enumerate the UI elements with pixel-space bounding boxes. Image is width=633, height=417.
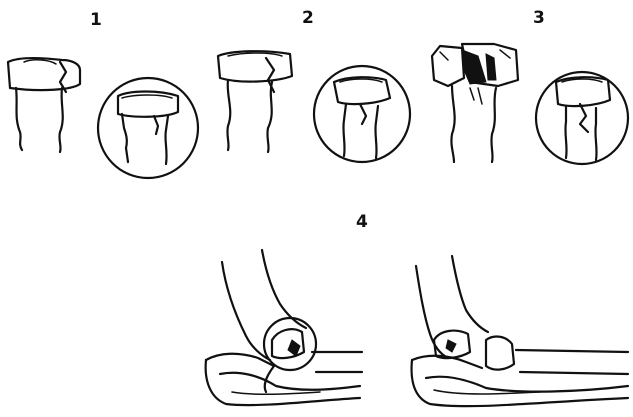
panel-4-right-elbow-drawing [412,256,628,406]
panel-3-detail-circle [536,72,628,164]
panel-4-left-elbow-drawing [206,250,362,405]
panel-3-bone-drawing [432,44,518,162]
panel-1-bone-drawing [8,58,80,152]
panel-2-detail-circle [314,66,410,162]
panel-1-detail-circle [98,78,198,178]
panel-2-bone-drawing [218,51,292,152]
